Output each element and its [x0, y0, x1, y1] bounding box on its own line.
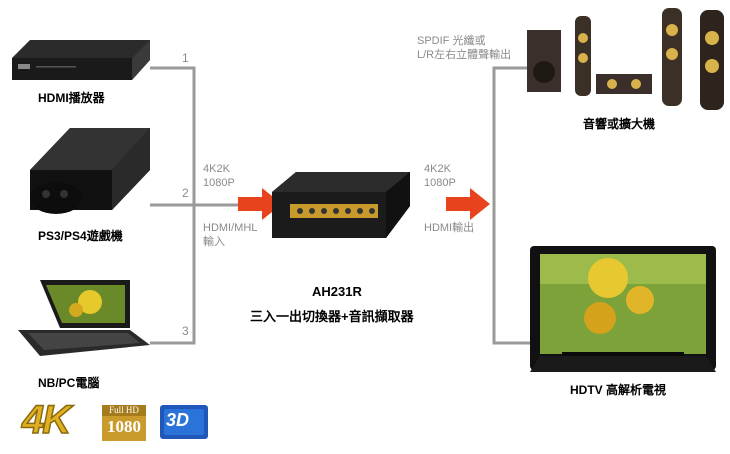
product-description: 三入一出切換器+音訊擷取器 — [250, 309, 414, 324]
source-label-nbpc: NB/PC電腦 — [38, 376, 100, 390]
audio-device-label: 音響或擴大機 — [583, 117, 656, 131]
hdmi-player-device — [12, 40, 150, 80]
output-arrow — [446, 188, 490, 220]
input-signal-type-2: 輸入 — [203, 236, 225, 248]
source-number-2: 2 — [182, 186, 189, 200]
switcher-device — [272, 172, 410, 238]
audio-out-line-2: L/R左右立體聲輸出 — [417, 49, 512, 61]
badge-1080-text: 1080 — [107, 417, 141, 436]
source-number-1: 1 — [182, 51, 189, 65]
input-signal-res: 4K2K — [203, 163, 230, 175]
badge-4k-text: 4K — [21, 397, 72, 443]
source-label-hdmi-player: HDMI播放器 — [38, 91, 105, 105]
laptop-device — [18, 280, 150, 356]
badge-4k — [20, 404, 94, 440]
speaker-system-device — [527, 8, 724, 110]
output-signal-res: 4K2K — [424, 163, 451, 175]
source-label-ps3: PS3/PS4遊戲機 — [38, 229, 123, 243]
badge-fullhd — [102, 405, 146, 441]
product-model: AH231R — [312, 284, 362, 299]
connection-lines — [150, 66, 530, 345]
tv-label: HDTV 高解析電視 — [570, 383, 667, 397]
output-signal-p: 1080P — [424, 177, 456, 189]
input-signal-type: HDMI/MHL — [203, 222, 258, 234]
ps3-console-device — [30, 128, 150, 214]
badge-3d — [160, 405, 208, 439]
input-signal-p: 1080P — [203, 177, 235, 189]
badge-3d-text: 3D — [166, 410, 190, 430]
output-signal-type: HDMI輸出 — [424, 222, 475, 234]
hdtv-device — [530, 246, 716, 372]
audio-out-line-1: SPDIF 光纖或 — [417, 35, 486, 47]
output-bus-line — [492, 66, 530, 345]
badge-fullhd-text: Full HD — [109, 405, 139, 415]
source-number-3: 3 — [182, 324, 189, 338]
